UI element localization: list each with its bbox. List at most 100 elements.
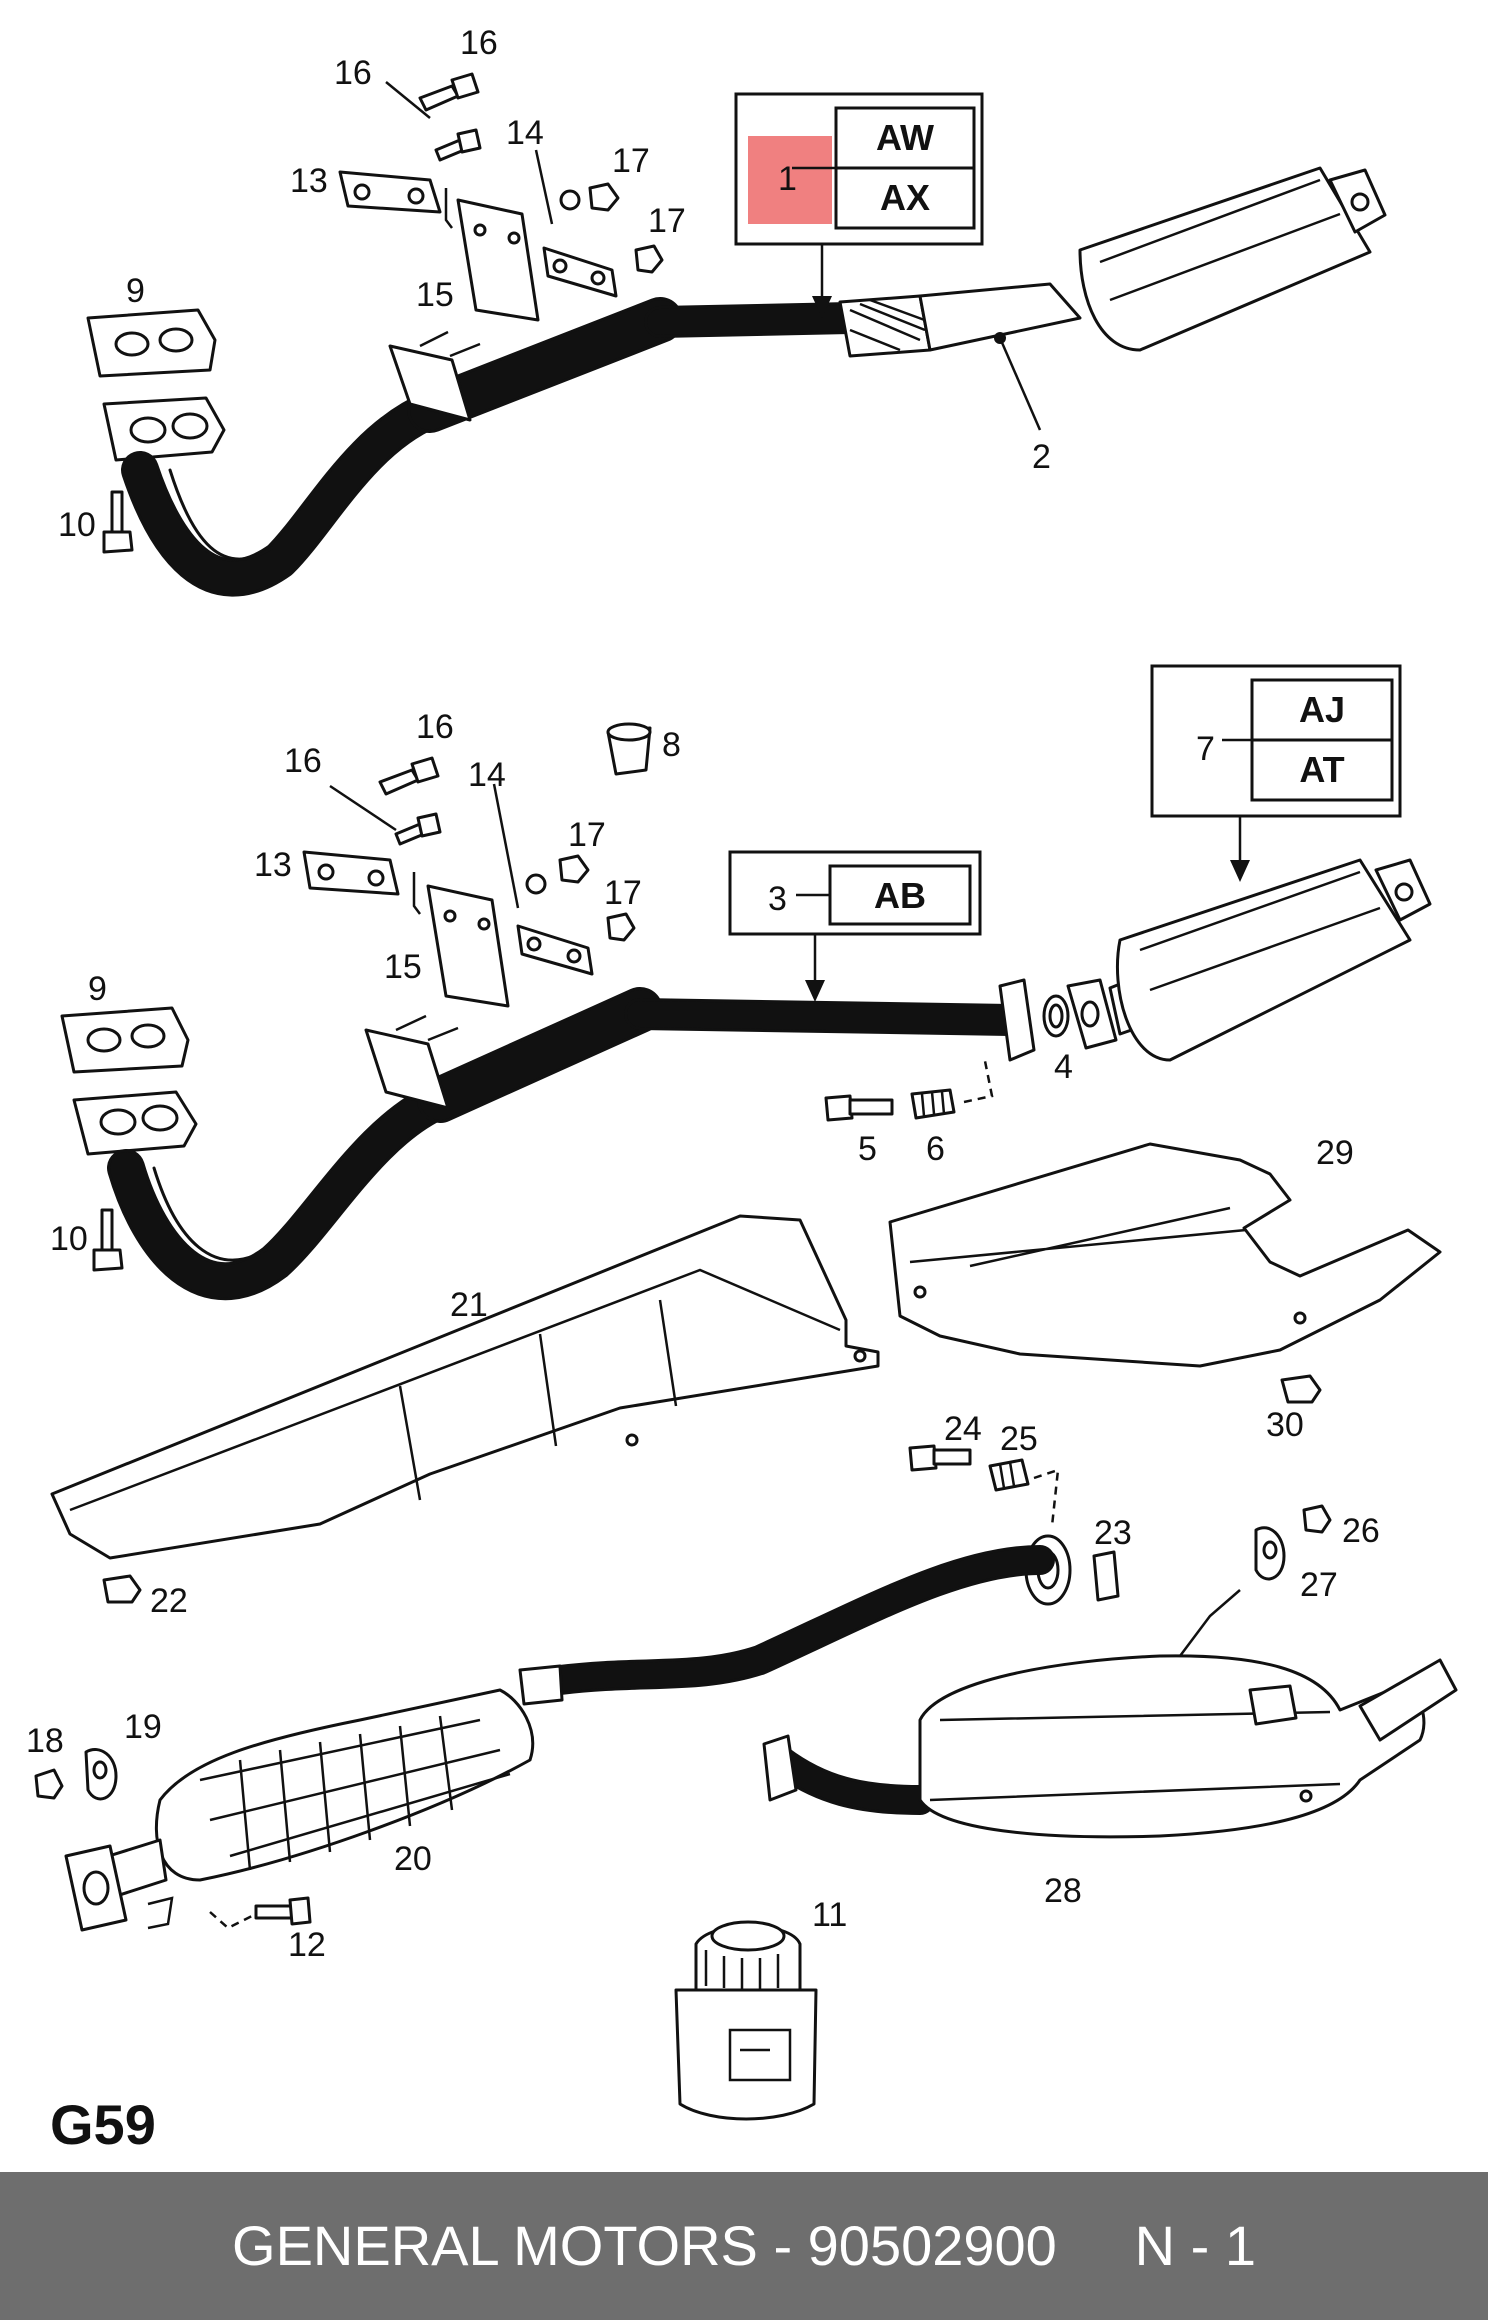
bolt-5 (824, 1094, 894, 1122)
callout-labels: 1 2 3 4 5 6 7 8 9 9 10 10 11 12 13 13 14… (26, 24, 1380, 1964)
callout-26: 26 (1342, 1512, 1380, 1550)
exhaust-system-diagram: 1 2 3 4 5 6 7 8 9 9 10 10 11 12 13 13 14… (26, 24, 1458, 2156)
callout-16-upper-a: 16 (460, 24, 498, 62)
nut-17-upper-a (588, 182, 620, 212)
code-ab: AB (874, 875, 926, 916)
bracket-15-upper (444, 188, 540, 322)
leader-16-middle (329, 784, 397, 832)
plate-13-middle (302, 850, 400, 896)
code-at: AT (1299, 749, 1344, 790)
heat-shield-21 (50, 1214, 880, 1560)
code-aw: AW (876, 117, 934, 158)
nut-17-middle-b (606, 912, 636, 942)
washer-17-upper (559, 189, 581, 211)
plate-13-upper (338, 170, 442, 214)
heat-shield-29 (888, 1142, 1442, 1368)
callout-8: 8 (662, 726, 681, 764)
callout-2: 2 (1032, 438, 1051, 476)
callout-19: 19 (124, 1708, 162, 1746)
callout-29: 29 (1316, 1134, 1354, 1172)
bracket-studs-middle (364, 1014, 459, 1110)
upper-assembly (86, 72, 1387, 597)
converter-7 (1108, 858, 1432, 1062)
rubber-mount-27 (1254, 1526, 1286, 1581)
callout-11: 11 (812, 1896, 847, 1934)
callout-6: 6 (926, 1130, 945, 1168)
leader-16-upper (385, 81, 431, 119)
callout-30: 30 (1266, 1406, 1304, 1444)
callout-22: 22 (150, 1582, 188, 1620)
sheet-label: G59 (50, 2093, 156, 2156)
callout-13-middle: 13 (254, 846, 292, 884)
middle-assembly (60, 664, 1432, 1301)
gasket-9-middle (60, 1006, 190, 1074)
bolt-12-connection (209, 1911, 253, 1930)
spring-connection-lower (1033, 1468, 1060, 1527)
nut-30 (1280, 1374, 1322, 1404)
rubber-plug-8 (606, 722, 652, 776)
callout-27: 27 (1300, 1566, 1338, 1604)
front-pipe-middle (72, 987, 1026, 1301)
code-box-labels: AW AX AB AJ AT (874, 117, 1345, 916)
callout-24: 24 (944, 1410, 982, 1448)
rear-muffler-28 (762, 1589, 1458, 1839)
plate-14-upper (542, 246, 618, 298)
sealant-container-11 (674, 1920, 818, 2121)
callout-9-middle: 9 (88, 970, 107, 1008)
nut-18 (34, 1768, 64, 1800)
flex-pipe-and-converter-upper (838, 166, 1387, 431)
nut-22 (102, 1574, 142, 1604)
callout-3: 3 (768, 880, 787, 918)
callout-10-middle: 10 (50, 1220, 88, 1258)
callout-20: 20 (394, 1840, 432, 1878)
callout-25: 25 (1000, 1420, 1038, 1458)
bolt-24 (908, 1444, 972, 1472)
bolt-10-middle (92, 1208, 124, 1272)
callout-16-middle-b: 16 (284, 742, 322, 780)
rubber-mount-19 (84, 1748, 118, 1801)
callout-15-middle: 15 (384, 948, 422, 986)
code-box-3 (728, 850, 982, 1002)
spring-connection (963, 1055, 994, 1104)
spring-25 (988, 1458, 1030, 1492)
bolt-16-middle-a (378, 756, 440, 796)
callout-5: 5 (858, 1130, 877, 1168)
bracket-studs-upper (388, 330, 481, 422)
callout-9-upper: 9 (126, 272, 145, 310)
highlight-marker (748, 136, 832, 224)
footer-text: GENERAL MOTORS - 90502900 N - 1 (232, 2214, 1256, 2277)
callout-17-middle-a: 17 (568, 816, 606, 854)
intermediate-pipe-20 (94, 1545, 1055, 1902)
code-box-7 (1150, 664, 1402, 882)
callout-15-upper: 15 (416, 276, 454, 314)
footer-bar (0, 2172, 1488, 2320)
bracket-15-middle (412, 872, 510, 1008)
pipe-flange-front-lower (64, 1844, 174, 1932)
callout-10-upper: 10 (58, 506, 96, 544)
nut-26 (1302, 1504, 1332, 1534)
callout-12: 12 (288, 1926, 326, 1964)
leader-14-upper (534, 149, 554, 225)
nut-17-upper-b (634, 244, 664, 274)
callout-28: 28 (1044, 1872, 1082, 1910)
callout-14-middle: 14 (468, 756, 506, 794)
bolt-12 (254, 1896, 312, 1926)
callout-18: 18 (26, 1722, 64, 1760)
callout-4: 4 (1054, 1048, 1073, 1086)
callout-16-upper-b: 16 (334, 54, 372, 92)
bolt-16-upper-a (418, 72, 480, 112)
callout-17-middle-b: 17 (604, 874, 642, 912)
plate-14-middle (516, 924, 594, 976)
bolt-16-middle-b (394, 812, 442, 846)
code-aj: AJ (1299, 689, 1345, 730)
callout-14-upper: 14 (506, 114, 544, 152)
callout-1: 1 (778, 160, 797, 198)
callout-23: 23 (1094, 1514, 1132, 1552)
lower-assembly (34, 1142, 1458, 2121)
front-pipe-upper (102, 297, 866, 597)
nut-17-middle-a (558, 854, 590, 884)
callout-7: 7 (1196, 730, 1215, 768)
code-ax: AX (880, 177, 930, 218)
washer-17-middle (525, 873, 547, 895)
bolt-10-upper (102, 490, 134, 554)
